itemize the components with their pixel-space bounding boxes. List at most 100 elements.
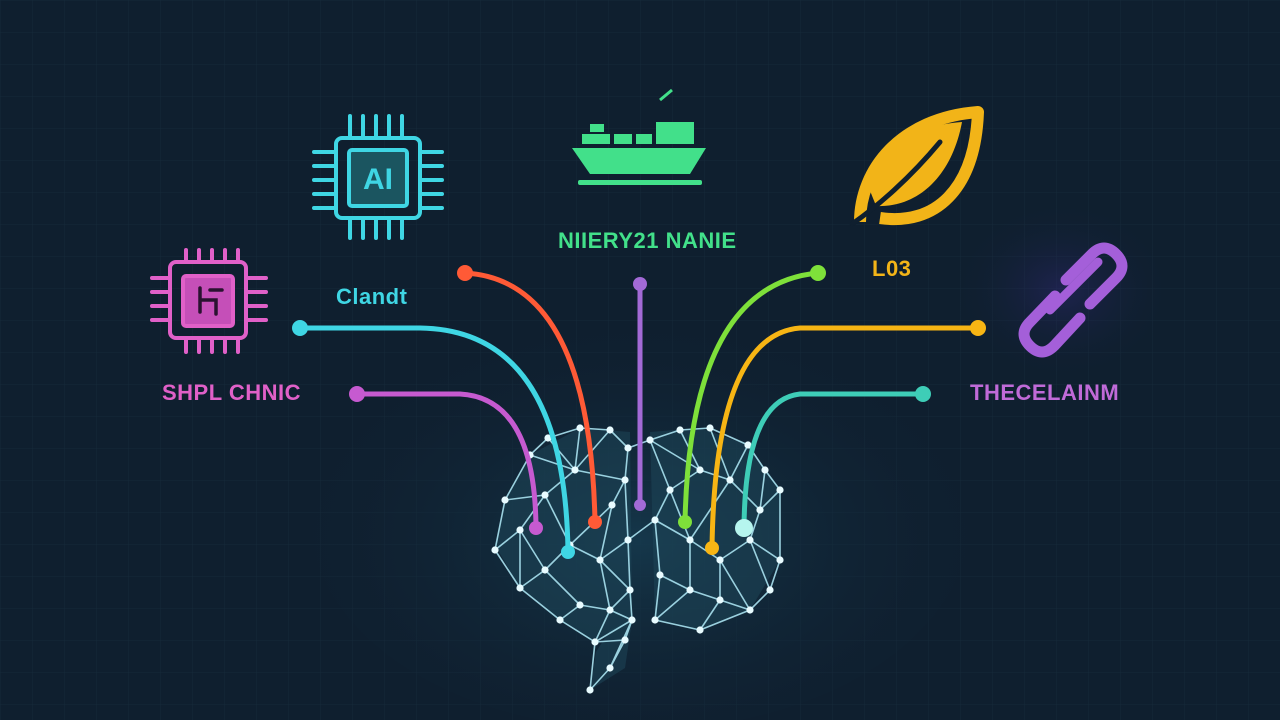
brain-mesh-node — [716, 596, 724, 604]
endpoint-cyan — [292, 320, 308, 336]
brain-mesh-edge — [654, 519, 661, 576]
brain-mesh-edge — [609, 429, 629, 449]
brain-mesh-node — [586, 686, 594, 694]
brain-mesh-node — [606, 426, 614, 434]
ai-chip-icon — [312, 114, 444, 240]
brain-mesh-node — [591, 638, 599, 646]
brain-mesh-node — [576, 601, 584, 609]
brain-mesh-node — [491, 546, 499, 554]
brain-mesh-edge — [599, 559, 631, 591]
brain-mesh-node — [541, 491, 549, 499]
brain-mesh-node — [516, 584, 524, 592]
ai-chip-label: AI — [363, 163, 393, 196]
brain-mesh-edge — [589, 667, 611, 691]
brain-mesh-node — [606, 606, 614, 614]
brain-mesh-node — [624, 536, 632, 544]
brain-mesh-edge — [599, 504, 613, 561]
endpoint-red — [457, 265, 473, 281]
tip-green — [678, 515, 692, 529]
tip-teal — [735, 519, 753, 537]
brain-mesh-edge — [529, 454, 576, 471]
brain-mesh-edge — [594, 619, 633, 643]
brain-mesh-edge — [699, 599, 721, 631]
tip-magenta — [529, 521, 543, 535]
label-translation: THECELAINM — [970, 380, 1120, 405]
brain-mesh-edge — [609, 609, 633, 621]
brain-mesh-edge — [749, 539, 771, 591]
brain-mesh-edge — [544, 469, 576, 496]
label-network: NIIERY21 NANIE — [558, 228, 737, 253]
brain-mesh-edge — [759, 469, 766, 511]
brain-mesh-node — [571, 466, 579, 474]
brain-mesh-edge — [749, 509, 761, 541]
brain-mesh-edge — [519, 569, 546, 589]
brain-mesh-edge — [609, 589, 631, 611]
brain-mesh-node — [606, 664, 614, 672]
brain-mesh-edge — [627, 519, 656, 541]
brain-mesh-node — [746, 606, 754, 614]
brain-mesh-edge — [654, 519, 691, 541]
brain-mesh-edge — [749, 589, 771, 611]
line-teal — [741, 391, 926, 531]
brain-mesh-node — [624, 444, 632, 452]
brain-mesh-edge — [689, 539, 721, 561]
label-eco: L03 — [872, 256, 912, 281]
brain-mesh-edge — [574, 469, 626, 481]
endpoint-orange — [970, 320, 986, 336]
brain-mesh-edge — [649, 439, 671, 491]
tip-violet — [634, 499, 646, 511]
brain-mesh-edge — [594, 609, 611, 643]
brain-mesh-edge — [624, 479, 629, 541]
brain-mesh-node — [766, 586, 774, 594]
brain-mesh-edge — [654, 489, 671, 521]
brain-mesh-edge — [589, 641, 596, 691]
brain-mesh-edge — [769, 559, 781, 591]
brain-mesh-node — [608, 501, 616, 509]
endpoint-teal — [915, 386, 931, 402]
brain-mesh-node — [696, 466, 704, 474]
brain-mesh-edge — [759, 489, 781, 511]
brain-mesh-node — [696, 626, 704, 634]
line-red — [462, 270, 598, 525]
brain-mesh-edge — [689, 479, 731, 541]
cpu-chip-icon — [150, 248, 268, 354]
brain-mesh-node — [756, 506, 764, 514]
brain-mesh-edge — [629, 589, 633, 621]
brain-mesh-edge — [654, 619, 701, 631]
brain-mesh-edge — [649, 429, 681, 441]
brain-mesh-node — [628, 616, 636, 624]
label-special: SHPL CHNIC — [162, 380, 302, 405]
brain-mesh-node — [621, 476, 629, 484]
chain-link-icon — [1018, 242, 1128, 358]
brain-mesh-edge — [529, 437, 549, 456]
brain-mesh-node — [626, 586, 634, 594]
label-cloud: Clandt — [336, 284, 408, 309]
brain-mesh-edge — [504, 494, 546, 501]
brain-mesh-node — [516, 526, 524, 534]
brain-mesh-edge — [624, 447, 629, 481]
brain-mesh-node — [744, 441, 752, 449]
brain-mesh-edge — [594, 639, 626, 643]
line-orange — [709, 325, 981, 551]
brain-mesh-node — [726, 476, 734, 484]
brain-glow — [310, 310, 970, 720]
endpoint-green — [810, 265, 826, 281]
brain-mesh-edge — [544, 569, 581, 606]
brain-mesh-node — [686, 536, 694, 544]
brain-mesh-node — [621, 636, 629, 644]
cargo-ship-icon — [572, 88, 706, 185]
link-glow — [952, 200, 1172, 380]
tip-cyan — [561, 545, 575, 559]
brain-mesh-edge — [579, 604, 611, 611]
brain-mesh-node — [746, 536, 754, 544]
brain-mesh-node — [646, 436, 654, 444]
tip-orange — [705, 541, 719, 555]
endpoint-magenta — [349, 386, 365, 402]
brain-mesh-node — [556, 616, 564, 624]
connection-lines — [297, 270, 981, 555]
brain-mesh-edge — [654, 589, 691, 621]
brain-mesh-node — [686, 586, 694, 594]
brain-mesh-edge — [729, 444, 749, 481]
brain-mesh-edge — [719, 539, 751, 561]
brain-mesh-edge — [559, 604, 581, 621]
